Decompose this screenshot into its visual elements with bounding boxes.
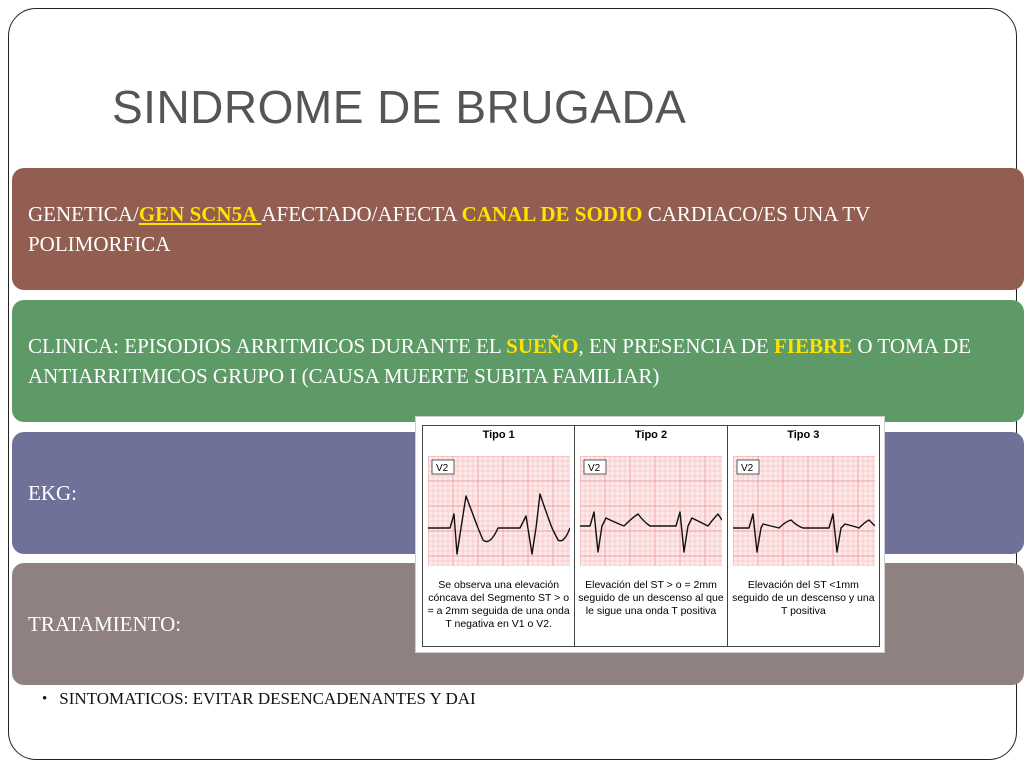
- ekg-trace-tipo-1: V2: [428, 456, 570, 566]
- ekg-column-tipo-1: Tipo 1 V2 Se observa una elevación cónca…: [423, 426, 574, 646]
- ekg-lead-label: V2: [436, 463, 449, 474]
- genetica-prefix: GENETICA/: [28, 202, 139, 226]
- ekg-trace-line: [428, 493, 570, 555]
- bullet-text: SINTOMATICOS: EVITAR DESENCADENANTES Y D…: [59, 689, 476, 708]
- clinica-text: CLINICA: EPISODIOS ARRITMICOS DURANTE EL…: [28, 331, 1008, 391]
- ekg-caption: Elevación del ST > o = 2mm seguido de un…: [578, 579, 724, 617]
- ekg-lead-box: [736, 459, 760, 475]
- genetica-text: GENETICA/GEN SCN5A AFECTADO/AFECTA CANAL…: [28, 199, 1008, 259]
- ekg-table: Tipo 1 V2 Se observa una elevación cónca…: [422, 425, 880, 647]
- clinica-prefix: CLINICA: EPISODIOS ARRITMICOS DURANTE EL: [28, 334, 507, 358]
- bullet-dot-icon: •: [42, 690, 48, 707]
- ekg-lead-box: [431, 459, 455, 475]
- ekg-lead-box: [583, 459, 607, 475]
- clinica-mid: , EN PRESENCIA DE: [578, 334, 774, 358]
- canal-highlight: CANAL DE SODIO: [461, 202, 643, 226]
- gene-highlight: GEN SCN5A: [138, 202, 262, 226]
- tratamiento-label: TRATAMIENTO:: [28, 612, 182, 636]
- fiebre-highlight: FIEBRE: [773, 334, 853, 358]
- ekg-column-tipo-2: Tipo 2 V2 Elevación del ST > o = 2mm seg…: [574, 426, 726, 646]
- ekg-trace-line: [732, 513, 875, 553]
- ekg-column-tipo-3: Tipo 3 V2 Elevación del ST <1mm seguido …: [726, 426, 879, 646]
- clinica-band: CLINICA: EPISODIOS ARRITMICOS DURANTE EL…: [12, 300, 1024, 422]
- clinica-suffix: O TOMA DE ANTIARRITMICOS GRUPO I (CAUSA …: [28, 334, 971, 388]
- ekg-trace-line: [580, 511, 723, 553]
- ekg-figure: Tipo 1 V2 Se observa una elevación cónca…: [415, 416, 885, 653]
- sueno-highlight: SUEÑO: [506, 334, 579, 358]
- ekg-trace-tipo-3: V2: [732, 456, 875, 566]
- slide-title: SINDROME DE BRUGADA: [112, 81, 687, 133]
- ekg-trace-tipo-2: V2: [580, 456, 723, 566]
- ekg-header: Tipo 1: [482, 429, 515, 441]
- ekg-lead-label: V2: [741, 463, 754, 474]
- genetica-mid: AFECTADO/AFECTA: [261, 202, 462, 226]
- ekg-header: Tipo 3: [787, 429, 820, 441]
- ekg-caption: Se observa una elevación cóncava del Seg…: [427, 579, 570, 630]
- ekg-label: EKG:: [28, 481, 77, 505]
- genetica-suffix: CARDIACO/ES UNA TV POLIMORFICA: [28, 202, 870, 256]
- bullet-item: • SINTOMATICOS: EVITAR DESENCADENANTES Y…: [42, 689, 476, 709]
- ekg-lead-label: V2: [588, 463, 601, 474]
- ekg-header: Tipo 2: [634, 429, 668, 441]
- genetica-band: GENETICA/GEN SCN5A AFECTADO/AFECTA CANAL…: [12, 168, 1024, 290]
- ekg-caption: Elevación del ST <1mm seguido de un desc…: [732, 579, 875, 617]
